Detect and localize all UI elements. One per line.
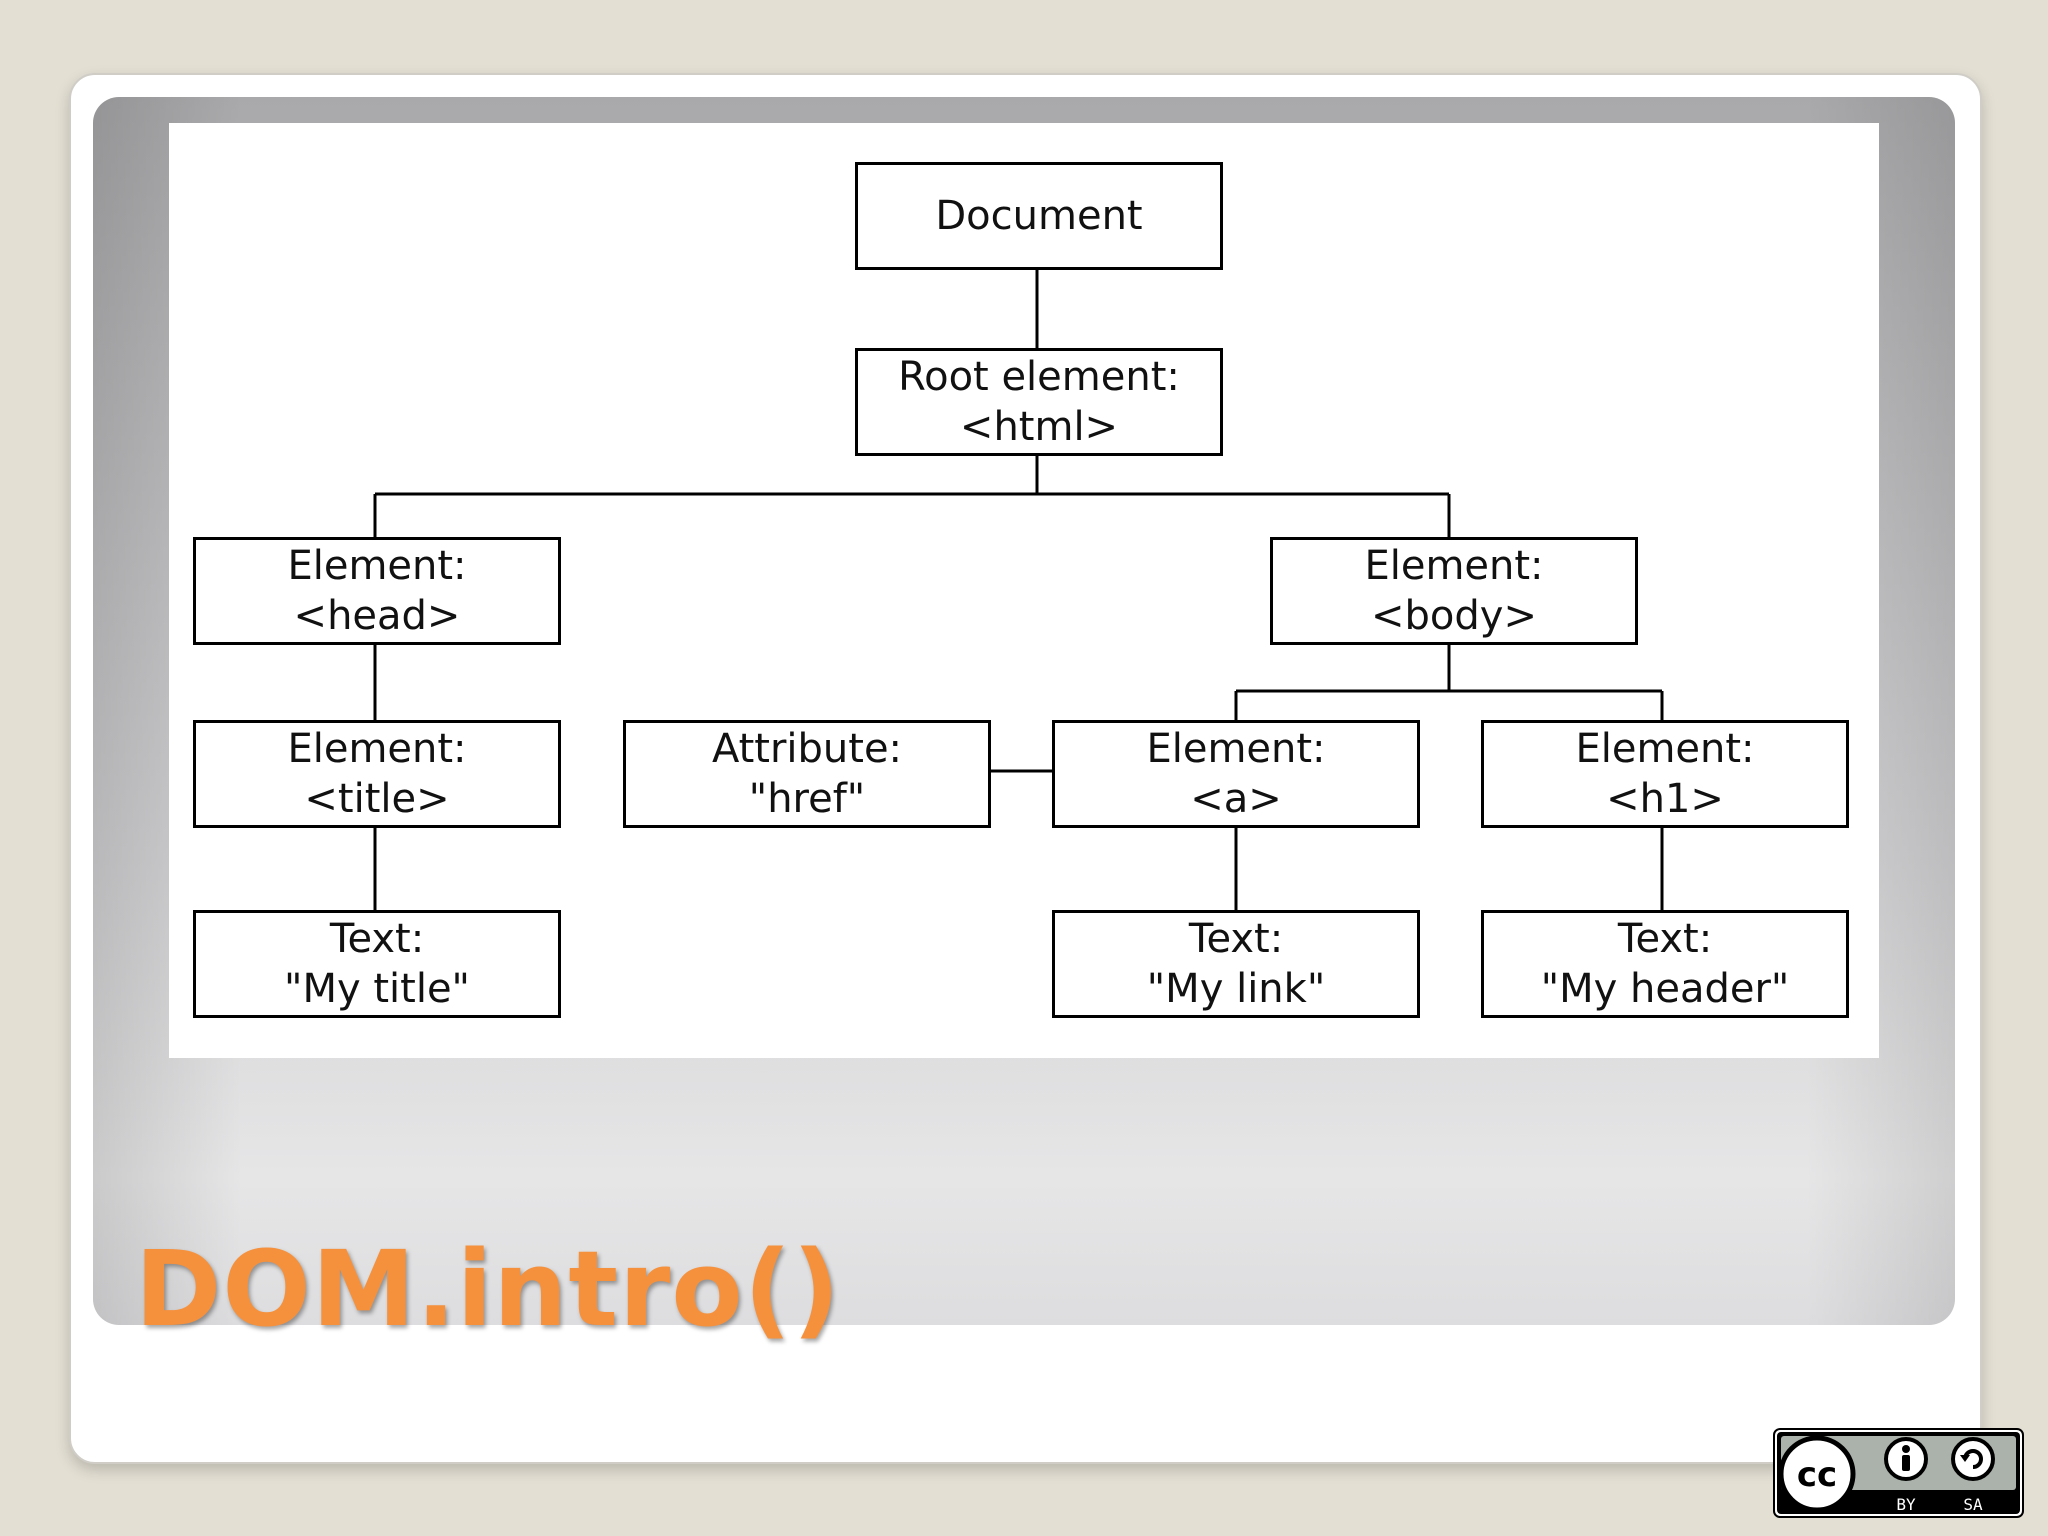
node-a-tag: <a> <box>1190 776 1282 822</box>
node-title-element: Element: <title> <box>193 720 561 828</box>
node-h1-label: Element: <box>1575 726 1755 772</box>
node-text-link-label: Text: <box>1188 916 1284 962</box>
node-title-tag: <title> <box>304 776 450 822</box>
node-head-element: Element: <head> <box>193 537 561 645</box>
node-text-link-value: "My link" <box>1146 966 1326 1012</box>
node-head-label: Element: <box>287 543 467 589</box>
node-text-my-link: Text: "My link" <box>1052 910 1420 1018</box>
node-h1-tag: <h1> <box>1606 776 1724 822</box>
node-attribute-value: "href" <box>748 776 866 822</box>
node-text-title-value: "My title" <box>284 966 470 1012</box>
node-document-label: Document <box>935 193 1143 239</box>
node-text-my-title: Text: "My title" <box>193 910 561 1018</box>
node-title-label: Element: <box>287 726 467 772</box>
node-head-tag: <head> <box>293 593 461 639</box>
cc-icon: cc <box>1778 1435 1856 1513</box>
node-attribute-label: Attribute: <box>711 726 903 772</box>
node-body-label: Element: <box>1364 543 1544 589</box>
cc-icon-label: cc <box>1797 1455 1837 1495</box>
sa-label: SA <box>1963 1495 1983 1514</box>
dom-tree-diagram: Document Root element: <html> Element: <… <box>169 123 1879 1058</box>
node-a-element: Element: <a> <box>1052 720 1420 828</box>
cc-by-sa-license-badge[interactable]: cc BY SA <box>1773 1428 2024 1518</box>
by-label: BY <box>1896 1495 1916 1514</box>
node-body-tag: <body> <box>1371 593 1537 639</box>
node-text-my-header: Text: "My header" <box>1481 910 1849 1018</box>
sa-share-alike-icon <box>1951 1437 1995 1481</box>
node-text-title-label: Text: <box>329 916 425 962</box>
by-person-icon <box>1884 1437 1928 1481</box>
node-body-element: Element: <body> <box>1270 537 1638 645</box>
node-text-header-label: Text: <box>1617 916 1713 962</box>
connector-lines <box>373 270 1664 912</box>
node-h1-element: Element: <h1> <box>1481 720 1849 828</box>
node-text-header-value: "My header" <box>1540 966 1790 1012</box>
slide-title: DOM.intro() <box>135 1228 841 1350</box>
node-a-label: Element: <box>1146 726 1326 772</box>
node-root-label: Root element: <box>898 354 1180 400</box>
node-document: Document <box>855 162 1223 270</box>
node-root-element: Root element: <html> <box>855 348 1223 456</box>
node-root-tag: <html> <box>959 404 1119 450</box>
node-attribute-href: Attribute: "href" <box>623 720 991 828</box>
